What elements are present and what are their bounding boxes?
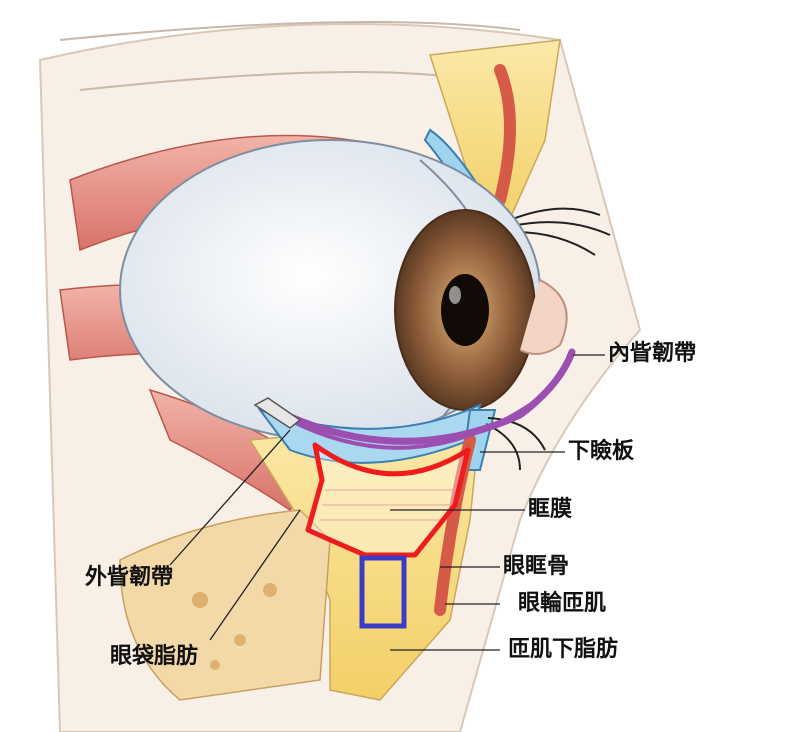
medial-canthus-fold — [519, 279, 568, 355]
upper-lid-fat — [429, 39, 561, 232]
label-orbital-bone: 眼眶骨 — [503, 554, 570, 579]
suborbicularis-box — [359, 555, 407, 629]
bone-pore — [192, 592, 208, 608]
pupil-highlight — [449, 286, 461, 304]
pupil — [441, 274, 489, 346]
label-orbicularis-oculi: 眼輪匝肌 — [518, 591, 607, 616]
brow-fold — [59, 21, 521, 41]
septum-lines — [320, 489, 455, 521]
lateral-canthal-tendon-band — [253, 397, 302, 429]
bone-pore — [210, 660, 220, 670]
bone-pore — [234, 634, 246, 646]
canthal-tendon-highlight — [273, 396, 542, 450]
label-lateral-canthal-tendon: 外眥韌帶 — [85, 565, 174, 590]
label-orbital-fat-pad: 眼袋脂肪 — [110, 644, 199, 669]
leader-line-lateral-canthal-tendon — [169, 429, 291, 566]
leader-line-orbital-fat-pad — [209, 509, 301, 641]
label-suborbicularis-fat: 匝肌下脂肪 — [508, 637, 619, 662]
label-medial-canthal-tendon: 內眥韌帶 — [608, 341, 697, 366]
label-orbital-septum: 眶膜 — [528, 497, 573, 522]
bone-pore — [263, 583, 277, 597]
orbital-fat-outline — [305, 442, 471, 558]
label-tarsal-plate: 下瞼板 — [568, 439, 635, 464]
upper-orbicularis-muscle — [494, 64, 516, 206]
